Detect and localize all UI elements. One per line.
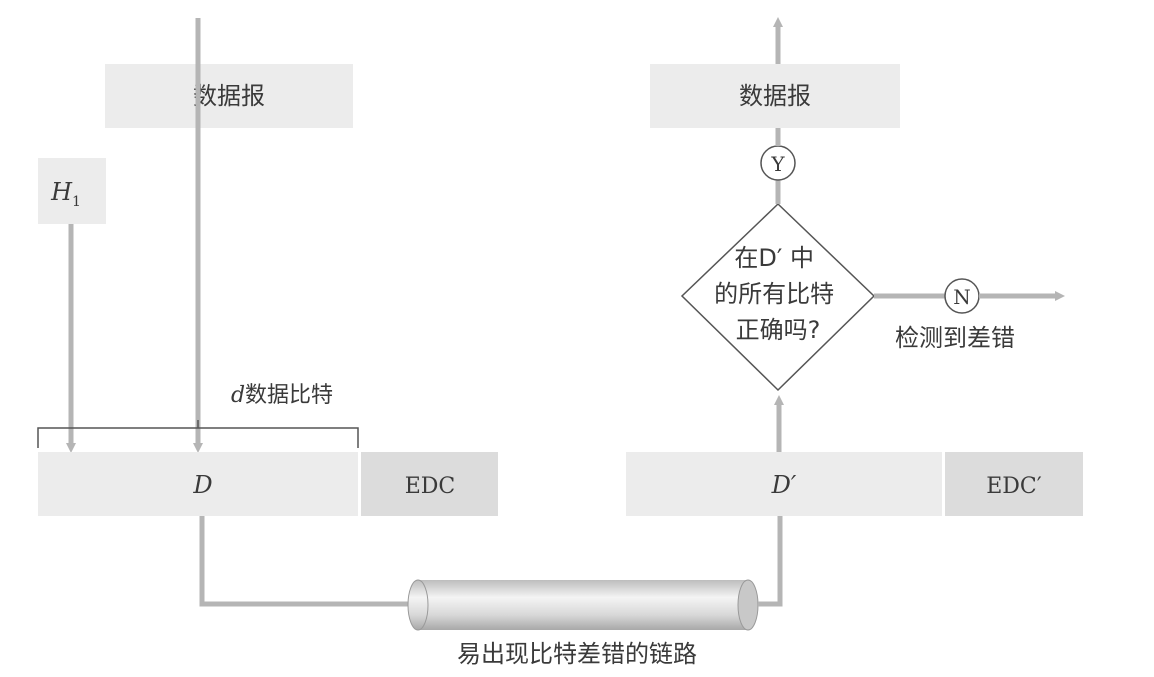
receiver-edc-box: [945, 452, 1083, 516]
link-pipe-left-end: [407, 579, 429, 631]
sender-edc-label: EDC: [405, 474, 456, 499]
receiver-datagram-box: [650, 64, 900, 128]
decision-line-1: 在D′ 中: [734, 244, 814, 272]
decision-line-2: 的所有比特: [714, 280, 834, 308]
header-h1-box: [38, 158, 106, 224]
data-bits-brace: [37, 420, 359, 448]
sender-data-box: [38, 452, 358, 516]
decision-question: 在D′ 中 的所有比特 正确吗?: [714, 244, 842, 344]
receiver-edc-label: EDC′: [986, 474, 1042, 499]
decision-line-3: 正确吗?: [736, 316, 821, 344]
data-bits-label: d数据比特: [231, 383, 333, 408]
sender-data-label: D: [192, 471, 212, 499]
decision-diamond: [680, 202, 876, 392]
sender-datagram-label: 数据报: [193, 82, 265, 110]
link-to-receiver-path: [758, 516, 783, 607]
error-detected-label: 检测到差错: [895, 324, 1015, 352]
receiver-data-box: [626, 452, 942, 516]
header-h1-label: H1: [50, 178, 81, 210]
sender-to-link-path: [199, 516, 414, 607]
sender-edc-box: [361, 452, 498, 516]
receiver-data-label: D′: [771, 471, 797, 499]
link-pipe-right-end: [737, 579, 759, 631]
link-pipe-body: [418, 580, 748, 630]
link-label: 易出现比特差错的链路: [457, 640, 697, 668]
yes-label: Y: [770, 152, 785, 176]
sender-datagram-box: [105, 64, 353, 128]
no-label: N: [953, 285, 971, 309]
receiver-datagram-label: 数据报: [739, 82, 811, 110]
